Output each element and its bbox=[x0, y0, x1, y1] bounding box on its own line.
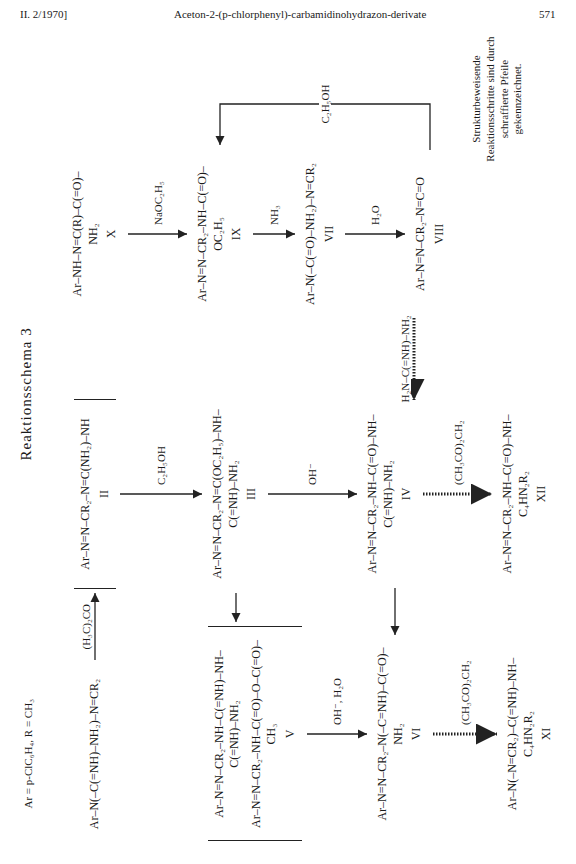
reagent-label: (CH₃CO)₂CH₂ bbox=[459, 658, 471, 727]
hatched-reaction-arrow bbox=[423, 493, 492, 496]
reaction-arrow bbox=[235, 593, 236, 622]
compound-number: IV bbox=[399, 412, 415, 576]
structure-formula: Ar–N(–C(=O)–NH₂)–N=CR₂VII bbox=[299, 154, 341, 314]
rotated-scheme: Reaktionsschema 3 Ar–N(–C(=NH)–NH₂)–N=CR₂… bbox=[0, 30, 576, 864]
page-header: II. 2/1970] bbox=[20, 8, 67, 22]
reaction-arrow bbox=[307, 733, 367, 734]
formula-text: Ar–N=N–CR₂–NH–C(=O)–NH–C₄HN₂R₂ bbox=[500, 402, 531, 586]
structure-formula: Ar–N(–N=CR₂)–C(=NH)–NH–C₄HN₂R₂XI bbox=[501, 634, 559, 834]
compound-number: VII bbox=[322, 162, 338, 306]
scheme-title: Reaktionsschema 3 bbox=[18, 327, 35, 460]
formula-text: Ar–N=N–CR₂–N(–C=NH)–C(=O)–NH₂ bbox=[375, 647, 406, 821]
structure-formula: Ar–N=N–CR₂–N(–C=NH)–C(=O)–NH₂VI bbox=[371, 639, 429, 829]
structure-formula: Ar–N(–C(=NH)–NH₂)–N=CR₂ bbox=[83, 664, 107, 844]
formula-text: Ar–N=N–CR₂–NH–C(=O)–O–C(=O)–CH₃ bbox=[249, 636, 280, 833]
formula-text: Ar–N=N–CR₂–N=C=O bbox=[413, 162, 429, 306]
page-header: 571 bbox=[539, 8, 556, 22]
structure-formula: Ar–NH–N=C(R)–C(=O)–NH₂X bbox=[66, 154, 124, 314]
formula-text: Ar–N=N–CR₂–NH–C(=NH)–NH–C(=NH)–NH₂ bbox=[212, 636, 243, 833]
reaction-arrow bbox=[394, 588, 395, 635]
scheme-note: Strukturbeweisende Reaktionsschritte sin… bbox=[470, 34, 525, 164]
compound-number: IX bbox=[229, 157, 245, 311]
bracketed-structure: Ar–N=N–CR₂–NH–C(=NH)–NH–C(=NH)–NH₂Ar–N=N… bbox=[208, 627, 303, 842]
reagent-label: OH⁻ bbox=[306, 461, 319, 487]
reagent-label: NaOC₂H₅ bbox=[152, 179, 164, 227]
structure-formula: Ar–N=N–CR₂–NH–C(=O)–OC₂H₅IX bbox=[191, 149, 249, 319]
reaction-arrow bbox=[345, 233, 405, 234]
compound-number: II bbox=[97, 408, 113, 580]
compound-number: XII bbox=[534, 402, 550, 586]
compound-number: V bbox=[283, 636, 299, 833]
bracketed-structure: Ar–N=N–CR₂–N=C(NH₂)–NHII bbox=[74, 399, 116, 589]
compound-number: XI bbox=[539, 642, 555, 826]
reagent-label: NH₃ bbox=[268, 203, 280, 227]
formula-text: Ar–N(–C(=NH)–NH₂)–N=CR₂ bbox=[87, 672, 103, 836]
formula-text: Ar–N(–C(=O)–NH₂)–N=CR₂ bbox=[303, 162, 319, 306]
legend-note: Ar = p-ClC₆H₄, R = CH₃ bbox=[22, 699, 36, 808]
formula-text: Ar–N(–N=CR₂)–C(=NH)–NH–C₄HN₂R₂ bbox=[505, 642, 536, 826]
formula-text: Ar–N=N–CR₂–N=C(NH₂)–NH bbox=[78, 408, 94, 580]
formula-text: Ar–NH–N=C(R)–C(=O)–NH₂ bbox=[70, 162, 101, 306]
compound-number: VIII bbox=[432, 162, 448, 306]
formula-text: Ar–N=N–CR₂–NH–C(=O)–OC₂H₅ bbox=[195, 157, 226, 311]
structure-formula: Ar–N=N–CR₂–NH–C(=O)–NH–C₄HN₂R₂XII bbox=[496, 394, 554, 594]
reagent-label: H₂O bbox=[369, 203, 381, 227]
reaction-arrow bbox=[268, 493, 357, 494]
hatched-reaction-arrow bbox=[413, 318, 416, 400]
reagent-label: C₂H₅OH bbox=[319, 83, 331, 126]
structure-formula: Ar–N=N–CR₂–NH–C(=O)–NH–C(=NH)–NH₂IV bbox=[361, 404, 419, 584]
structure-formula: Ar–N=N–CR₂–N=C=OVIII bbox=[409, 154, 451, 314]
compound-number: VI bbox=[409, 647, 425, 821]
reagent-label: OH⁻, H₂O bbox=[331, 676, 344, 727]
formula-text: Ar–N=N–CR₂–N=C(OC₂H₅)–NH–C(=NH)–NH₂ bbox=[210, 407, 241, 581]
page-header: Aceton-2-(p-chlorphenyl)-carbamidinohydr… bbox=[174, 8, 426, 22]
reagent-label: (H₃C)₂CO bbox=[80, 602, 92, 652]
reagent-label: C₂H₅OH bbox=[155, 444, 167, 487]
reagent-label: (CH₃CO)₂CH₂ bbox=[452, 418, 464, 487]
reaction-arrow bbox=[253, 233, 295, 234]
compound-number: X bbox=[104, 162, 120, 306]
formula-text: Ar–N=N–CR₂–NH–C(=O)–NH–C(=NH)–NH₂ bbox=[365, 412, 396, 576]
reaction-arrow bbox=[128, 233, 187, 234]
reagent-label: H₂N–C(=NH)–NH₂ bbox=[399, 313, 411, 404]
structure-formula: Ar–N=N–CR₂–N=C(OC₂H₅)–NH–C(=NH)–NH₂III bbox=[206, 399, 264, 589]
reaction-arrow bbox=[120, 493, 202, 494]
compound-number: III bbox=[244, 407, 260, 581]
reaction-arrow bbox=[94, 593, 95, 660]
hatched-reaction-arrow bbox=[433, 733, 497, 736]
